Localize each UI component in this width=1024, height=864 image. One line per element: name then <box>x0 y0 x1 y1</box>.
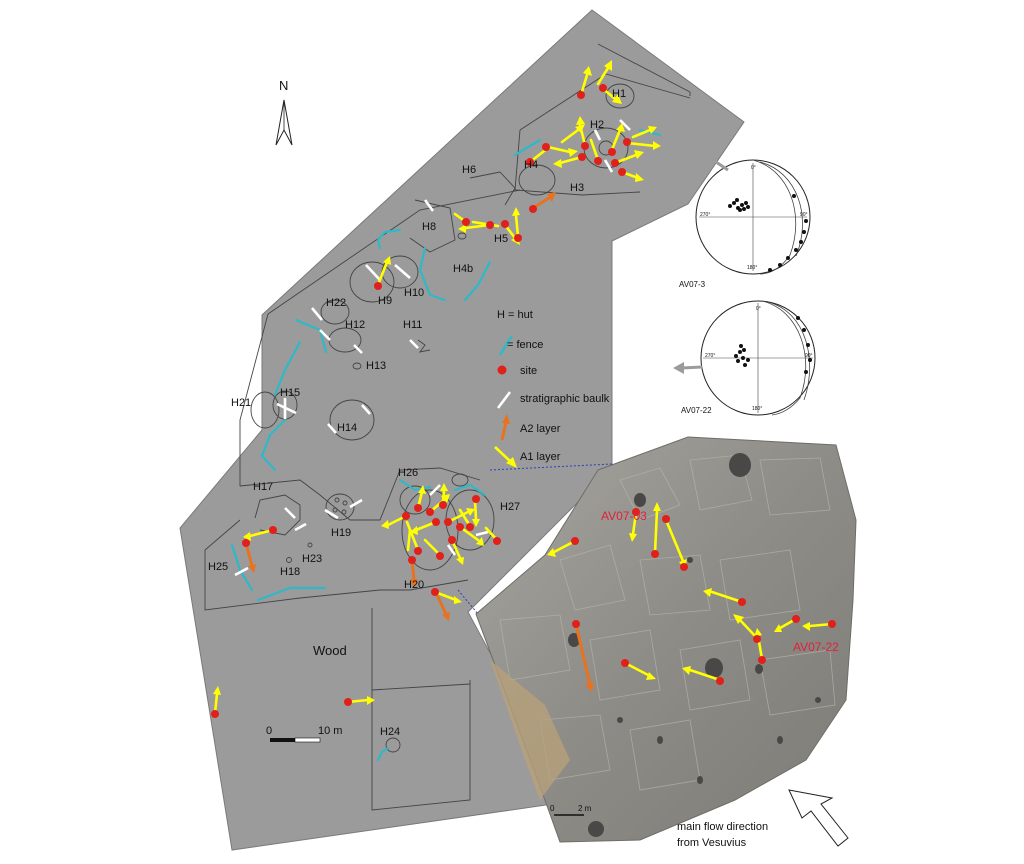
legend-baulk: stratigraphic baulk <box>520 393 610 405</box>
hut-label-h9: H9 <box>378 295 392 307</box>
hut-label-h3: H3 <box>570 182 584 194</box>
stereonet-1-west: 270° <box>700 212 710 218</box>
hut-label-h1: H1 <box>612 88 626 100</box>
hut-label-h4: H4 <box>524 159 538 171</box>
hut-label-h10: H10 <box>404 287 424 299</box>
hut-label-h14: H14 <box>337 422 357 434</box>
stereonet-1-south: 180° <box>747 265 757 271</box>
hut-label-h11: H11 <box>403 319 422 331</box>
stereonet-1-arrow <box>706 154 729 172</box>
hut-label-h20: H20 <box>404 579 424 591</box>
hut-label-h17: H17 <box>253 481 273 493</box>
hut-label-h6: H6 <box>462 164 476 176</box>
legend-a2: A2 layer <box>520 423 561 435</box>
site-label-av07-22: AV07-22 <box>793 640 839 654</box>
north-arrow: N <box>275 78 293 146</box>
excavation-area <box>179 9 745 851</box>
flow-label-line1: main flow direction <box>677 821 768 833</box>
scale-photo-end: 2 m <box>578 804 592 813</box>
hut-label-h19: H19 <box>331 527 351 539</box>
stereonet-2-south: 180° <box>752 406 762 412</box>
scale-main-start: 0 <box>266 725 272 737</box>
hut-label-h5: H5 <box>494 233 508 245</box>
legend-site: site <box>520 365 537 377</box>
stratigraphic-baulks <box>234 119 631 577</box>
stereonet-2-east: 90° <box>805 353 813 359</box>
scale-bar-main: 0 10 m <box>266 725 342 743</box>
site-dots <box>211 84 836 718</box>
fences <box>230 128 662 762</box>
hut-label-h27: H27 <box>500 501 520 513</box>
stereonet-1-east: 90° <box>800 212 808 218</box>
scale-main-end: 10 m <box>318 725 342 737</box>
legend-a1-icon <box>494 446 517 468</box>
stereonet-av07-22: 0° 90° 180° 270° AV07-22 <box>681 300 816 416</box>
hut-label-h13: H13 <box>366 360 386 372</box>
photo-mosaic <box>475 436 857 843</box>
hut-label-h2: H2 <box>590 119 604 131</box>
hut-label-h22: H22 <box>326 297 346 309</box>
hut-label-h25: H25 <box>208 561 228 573</box>
scale-photo-start: 0 <box>550 804 555 813</box>
stereonet-2-west: 270° <box>705 353 715 359</box>
stereonet-2-label: AV07-22 <box>681 406 712 415</box>
stereonet-1-label: AV07-3 <box>679 280 706 289</box>
north-label: N <box>279 78 288 93</box>
hut-label-h23: H23 <box>302 553 322 565</box>
legend-site-icon <box>497 365 507 375</box>
hut-label-h24: H24 <box>380 726 400 738</box>
hut-label-h8: H8 <box>422 221 436 233</box>
hut-label-h26: H26 <box>398 467 418 479</box>
stereonet-2-arrow <box>673 362 703 374</box>
legend-fence-icon <box>498 335 513 356</box>
scale-bar-photo: 0 2 m <box>550 804 592 816</box>
hut-label-h21: H21 <box>231 397 251 409</box>
site-label-av07-03: AV07-03 <box>601 509 647 523</box>
flow-direction-arrow-icon <box>788 789 849 847</box>
stereonet-2-north: 0° <box>756 306 761 312</box>
legend-hut: H = hut <box>497 309 533 321</box>
hut-label-h18: H18 <box>280 566 300 578</box>
stereonet-1-north: 0° <box>751 165 756 171</box>
stereonet-av07-3: 0° 90° 180° 270° AV07-3 <box>679 159 811 289</box>
legend-a1: A1 layer <box>520 451 561 463</box>
hut-label-h4b: H4b <box>453 263 473 275</box>
flow-label-line2: from Vesuvius <box>677 837 747 849</box>
legend-a2-icon <box>500 414 510 441</box>
legend: H = hut = fence site stratigraphic baulk… <box>494 309 610 468</box>
hut-labels: H1 H2 H3 H4 H5 H6 H8 H4b H9 H10 H11 H12 … <box>208 88 626 738</box>
wood-label: Wood <box>313 643 347 658</box>
legend-fence: = fence <box>507 339 543 351</box>
hut-label-h15: H15 <box>280 387 300 399</box>
hut-label-h12: H12 <box>345 319 365 331</box>
legend-baulk-icon <box>496 391 512 409</box>
